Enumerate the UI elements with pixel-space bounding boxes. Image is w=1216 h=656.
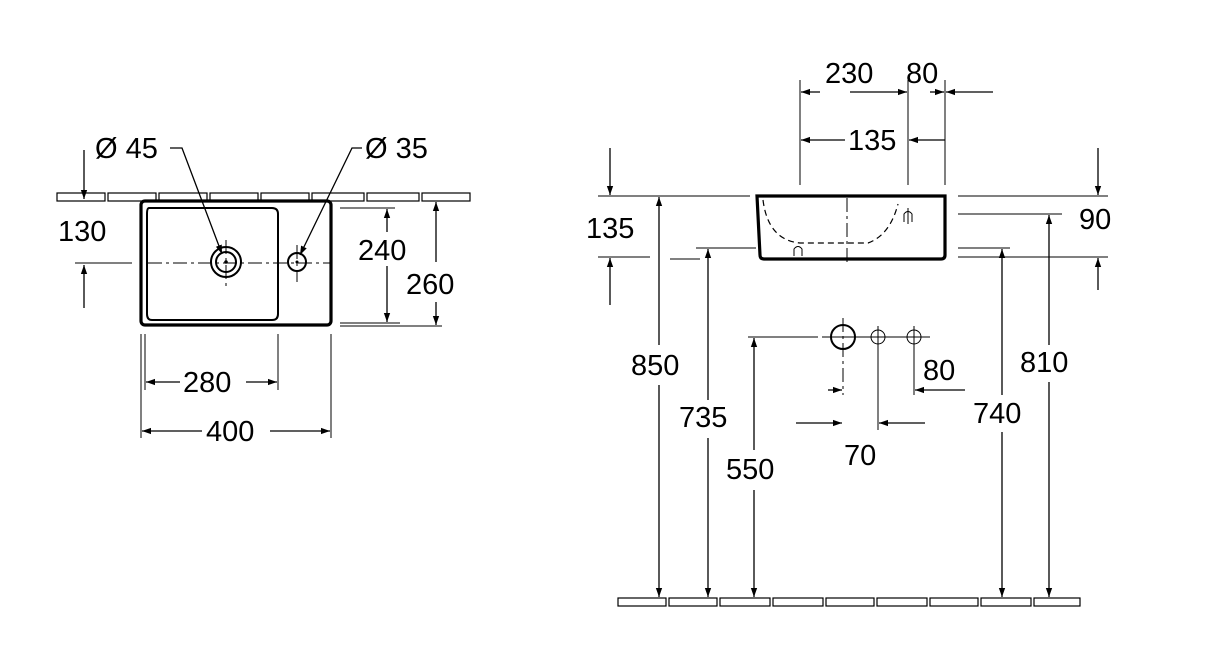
dim-400: 400 [140,334,332,448]
dim-90-label: 90 [1079,204,1111,236]
diameter-45-leader: Ø 45 [95,133,223,255]
top-view: Ø 45 Ø 35 130 240 260 [56,133,471,448]
dim-80-top: 80 [906,58,993,185]
dim-735: 735 [670,247,756,597]
dim-400-label: 400 [206,416,254,448]
dim-740-label: 740 [973,398,1021,430]
dim-260-label: 260 [406,269,454,301]
diameter-45-label: Ø 45 [95,133,158,165]
dim-850-label: 850 [631,350,679,382]
dim-240: 240 [340,207,406,324]
dim-550-label: 550 [726,454,774,486]
dim-70-label: 70 [844,440,876,472]
dim-810: 810 [958,213,1068,597]
dim-230: 230 [799,58,909,185]
diameter-35-label: Ø 35 [365,133,428,165]
dim-135-left-label: 135 [586,213,634,245]
dim-130-label: 130 [58,216,106,248]
dim-550: 550 [726,336,818,597]
dim-80-mid: 80 [828,355,965,394]
dim-280: 280 [144,334,279,399]
diameter-35-leader: Ø 35 [299,133,428,256]
dim-135-left: 135 [586,148,750,305]
dim-135-top-label: 135 [848,125,896,157]
dim-135-top: 135 [801,125,945,157]
dim-280-label: 280 [183,367,231,399]
front-view: 230 80 135 135 90 [586,58,1111,607]
dim-850: 850 [631,197,679,597]
dim-240-label: 240 [358,235,406,267]
overflow-icon [903,208,913,224]
dim-130: 130 [58,150,132,308]
basin-top-outline [139,199,333,327]
dim-740: 740 [958,247,1021,597]
dim-70: 70 [796,419,925,472]
supply-connections [822,318,930,430]
drain-icon [210,246,242,278]
floor-tiles [617,597,1081,607]
dim-80-mid-label: 80 [923,355,955,387]
drain-side-icon [793,246,803,256]
basin-front-outline [755,194,947,265]
dim-230-label: 230 [825,58,873,90]
dim-735-label: 735 [679,402,727,434]
dim-810-label: 810 [1020,347,1068,379]
dim-80-top-label: 80 [906,58,938,90]
dim-260: 260 [340,202,454,327]
tap-hole-icon [287,252,307,272]
dim-90: 90 [958,148,1111,290]
